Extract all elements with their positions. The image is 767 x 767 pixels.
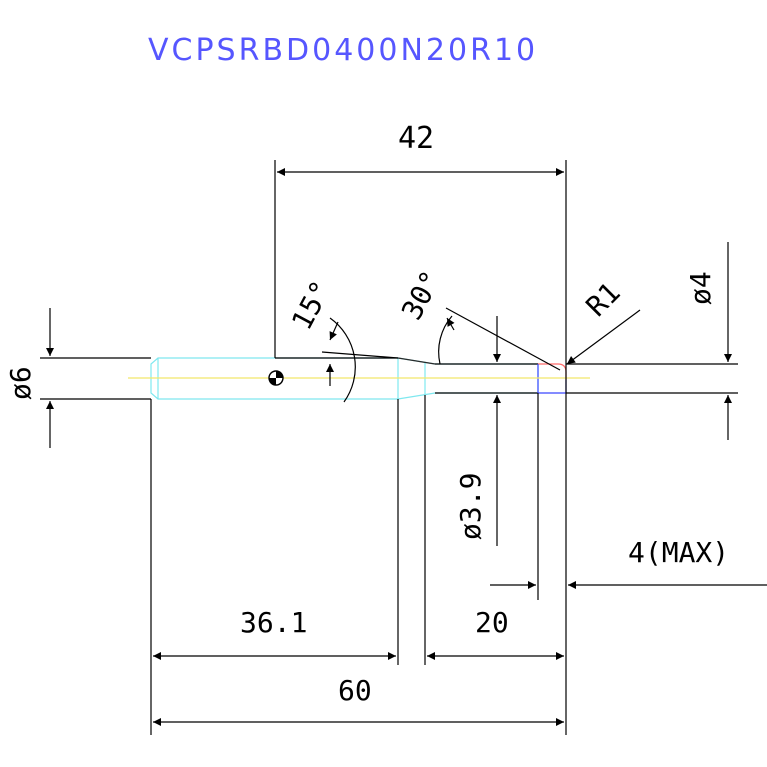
reference-point-icon [268,370,284,386]
dim-chamfer-angle: 30° [395,265,448,325]
dim-corner-radius: R1 [580,276,627,323]
dim-shank-length: 36.1 [240,606,307,639]
dim-neck-length: 20 [475,606,509,639]
taper-edges [275,357,538,394]
dim-shank-diameter: ø6 [4,366,37,400]
dim-neck-diameter: ø3.9 [454,473,487,540]
dimension-lines [40,160,767,735]
drawing-title: VCPSRBD0400N20R10 [148,33,538,68]
dim-max-cut-depth: 4(MAX) [628,536,729,569]
dim-overall-length: 60 [338,674,372,707]
dim-overall-to-ref: 42 [398,121,434,156]
dim-taper-angle: 15° [285,275,338,335]
dim-tip-diameter: ø4 [684,271,717,305]
